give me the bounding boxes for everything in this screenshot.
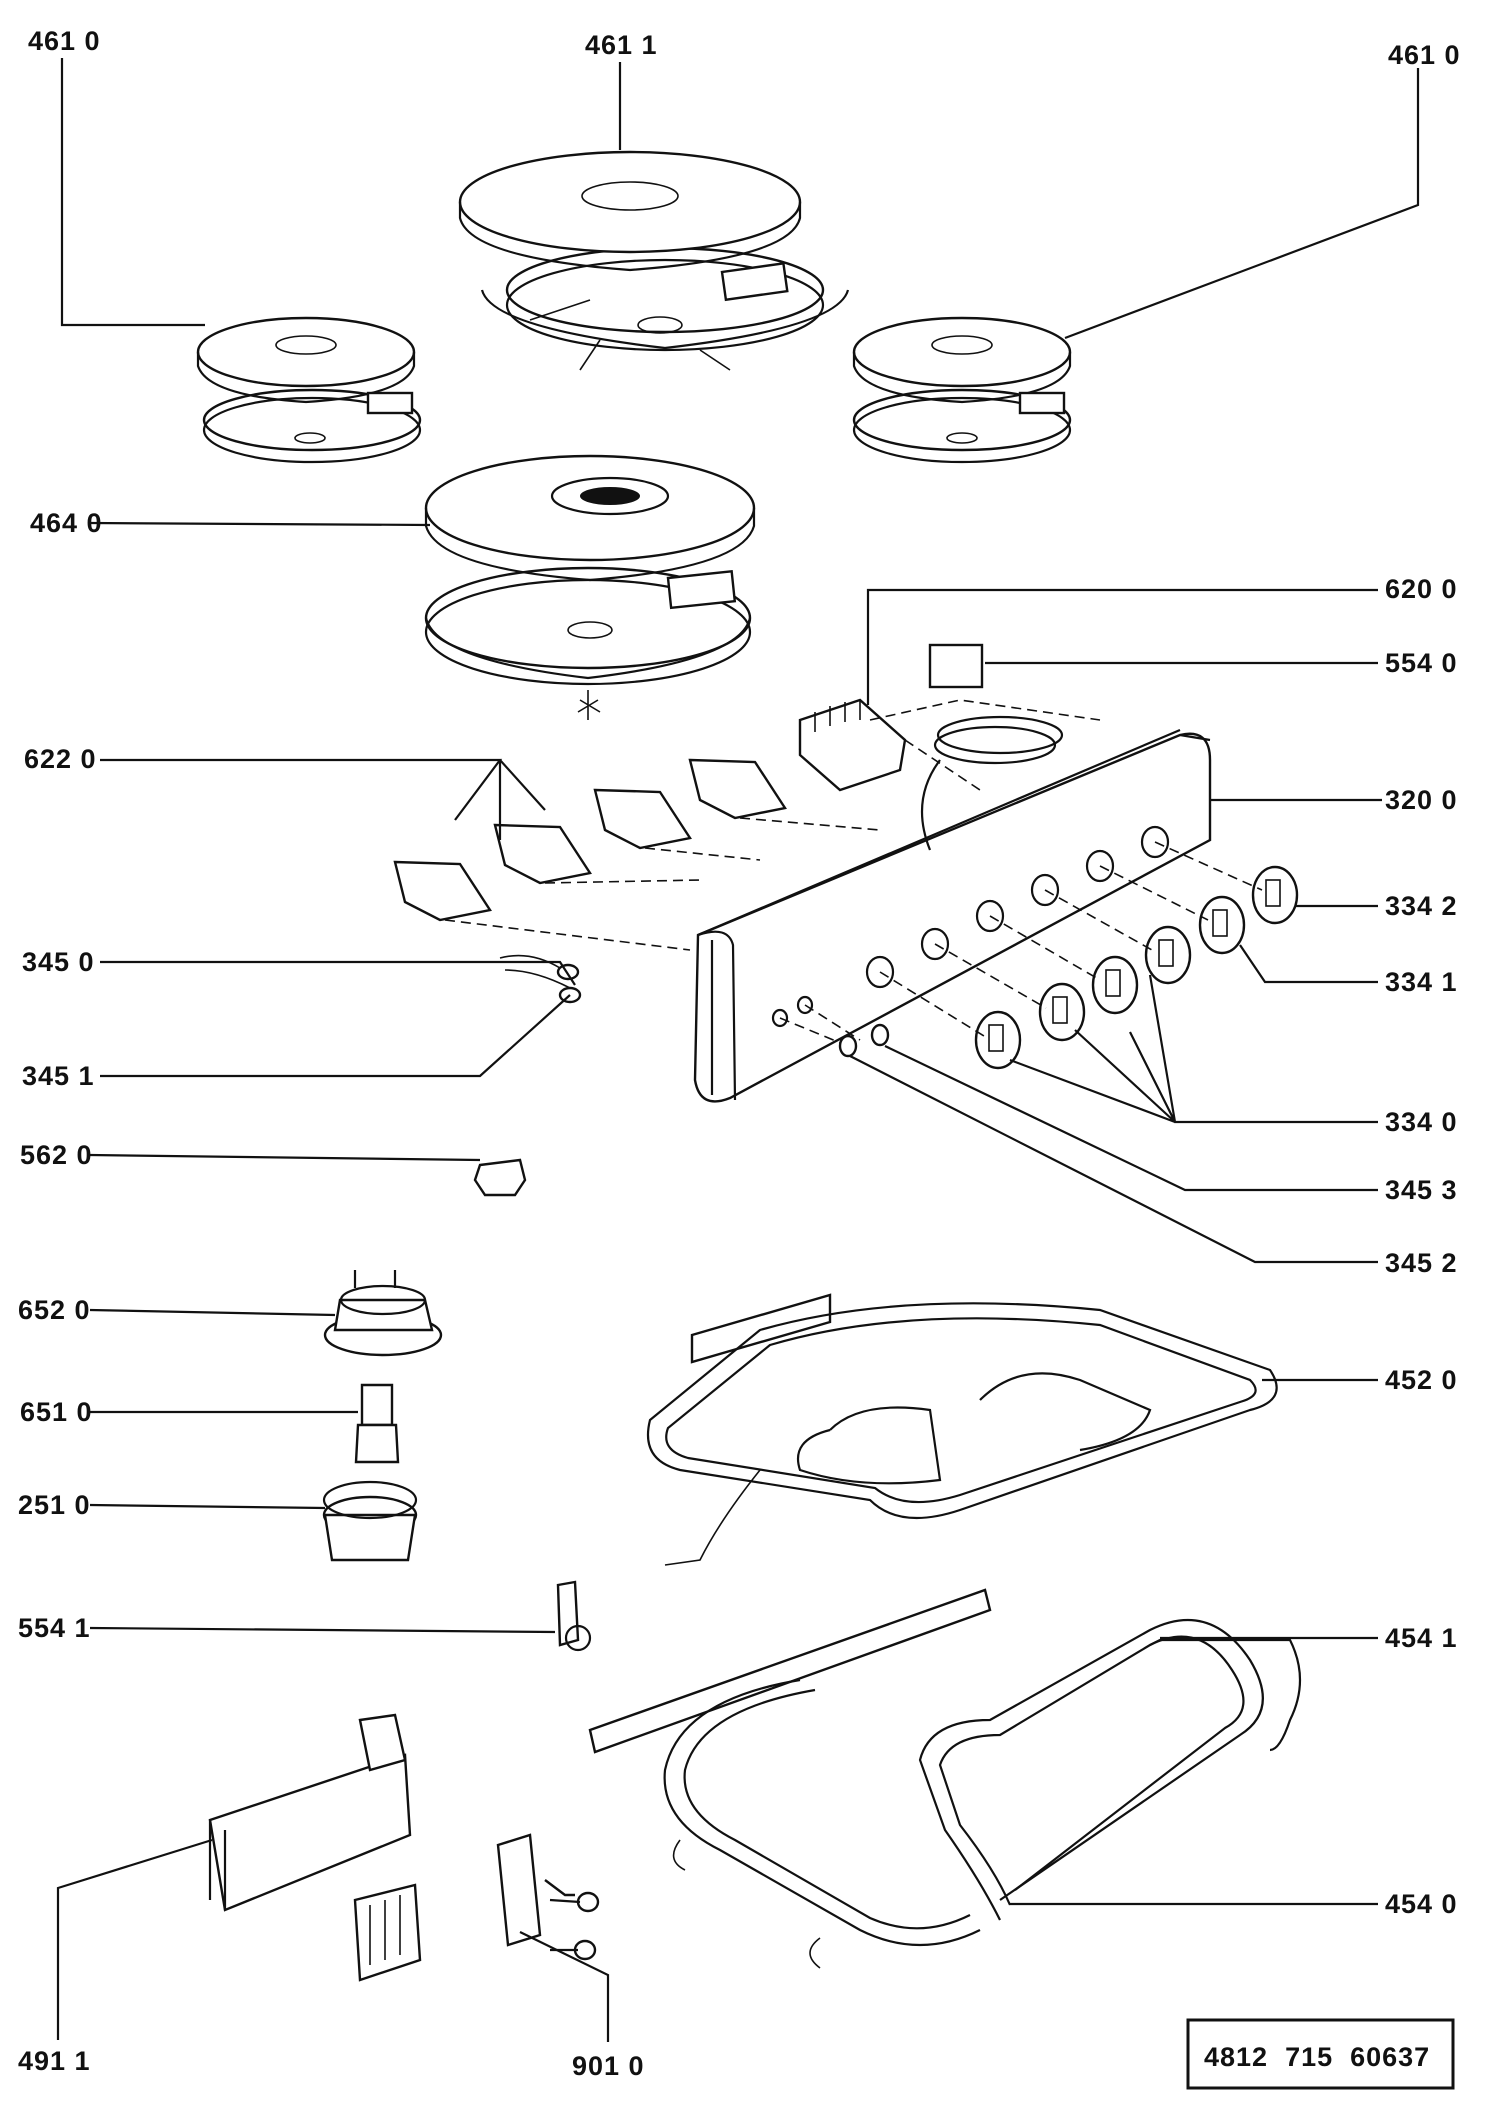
leader-lines [56,58,1420,2042]
part-number: 4812 715 60637 [1204,2042,1430,2072]
label-345-1: 345 1 [22,1061,95,1091]
label-345-3: 345 3 [1385,1175,1458,1205]
knob-334-0-a [1144,925,1192,985]
label-452-0: 452 0 [1385,1365,1458,1395]
label-464-0: 464 0 [30,508,103,538]
selector-switch-620-0 [798,698,907,792]
hotplate-464-0 [424,454,756,720]
bulb-clip-554-1 [556,1580,592,1652]
label-345-0: 345 0 [22,947,95,977]
knob-334-0-b [1091,955,1139,1015]
label-320-0: 320 0 [1385,785,1458,815]
label-652-0: 652 0 [18,1295,91,1325]
lamp-holder-652-0 [323,1270,443,1357]
knob-334-1 [1198,895,1246,955]
label-901-0: 901 0 [572,2051,645,2081]
label-491-1: 491 1 [18,2046,91,2076]
heating-element-454 [588,1588,1302,1969]
knob-334-2 [1251,865,1299,925]
thermostat-554-0 [920,643,1064,851]
lamp-cover-251-0 [322,1480,418,1562]
label-251-0: 251 0 [18,1490,91,1520]
hotplate-461-0-right [852,316,1072,464]
hotplate-461-1 [458,150,850,371]
clip-562-0 [473,1158,527,1197]
label-461-0-left: 461 0 [28,26,101,56]
hotplate-461-0-left [196,316,422,464]
control-panel-320-0 [693,728,1212,1103]
label-454-0: 454 0 [1385,1889,1458,1919]
lamp-bulb-651-0 [354,1383,400,1464]
label-554-1: 554 1 [18,1613,91,1643]
label-622-0: 622 0 [24,744,97,774]
label-454-1: 454 1 [1385,1623,1458,1653]
label-334-0: 334 0 [1385,1107,1458,1137]
label-562-0: 562 0 [20,1140,93,1170]
label-651-0: 651 0 [20,1397,93,1427]
knob-334-0-d [974,1010,1022,1070]
part-number-box: 4812 715 60637 [1186,2018,1455,2090]
label-334-1: 334 1 [1385,967,1458,997]
label-334-2: 334 2 [1385,891,1458,921]
label-620-0: 620 0 [1385,574,1458,604]
bracket-491-1 [208,1713,412,1912]
neon-lamps [499,954,582,1004]
heating-element-452-0 [646,1293,1278,1566]
energy-regulators-622-0 [393,699,1101,951]
control-knobs [779,841,1299,1070]
label-345-2: 345 2 [1385,1248,1458,1278]
label-461-0-right: 461 0 [1388,40,1461,70]
label-461-1: 461 1 [585,30,658,60]
earth-terminal-901-0 [496,1833,600,1961]
knob-334-0-c [1038,982,1086,1042]
label-554-0: 554 0 [1385,648,1458,678]
terminal-block [353,1883,422,1982]
